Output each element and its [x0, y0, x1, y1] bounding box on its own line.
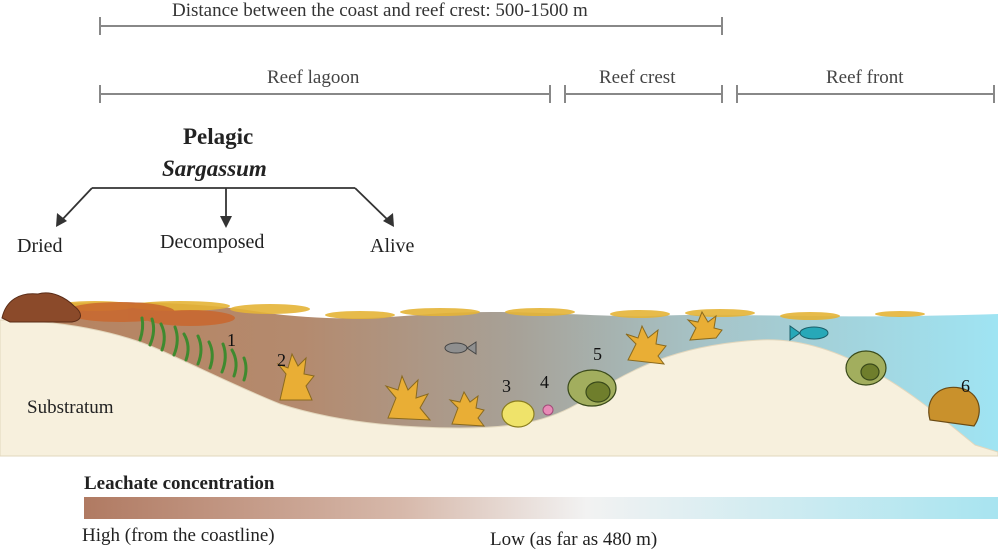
coral-crest: [625, 310, 723, 365]
leachate-high-label: High (from the coastline): [82, 525, 275, 546]
anemone-4: [542, 404, 554, 416]
coral-lagoon-cluster: [384, 374, 486, 427]
coral-6: [928, 386, 980, 427]
organism-number-6: 6: [961, 376, 970, 396]
reef-front-bracket: [736, 85, 995, 103]
state-decomposed: Decomposed: [160, 231, 265, 253]
organism-number-3: 3: [502, 376, 511, 396]
zone-reef-lagoon: Reef lagoon: [267, 67, 360, 88]
reef-lagoon-bracket: [99, 85, 551, 103]
distance-range-label: Distance between the coast and reef cres…: [172, 0, 588, 21]
blue-fish-icon: [789, 325, 829, 341]
zone-reef-crest: Reef crest: [599, 67, 676, 88]
state-dried: Dried: [17, 235, 63, 257]
substratum-label: Substratum: [27, 397, 114, 418]
organism-number-1: 1: [227, 330, 236, 350]
leachate-title: Leachate concentration: [84, 473, 275, 494]
zone-reef-front: Reef front: [826, 67, 904, 88]
coral-2: [276, 352, 315, 401]
dried-sargassum-pile: [1, 292, 81, 323]
distance-bracket: [99, 17, 723, 35]
coral-3: [501, 400, 535, 428]
seagrass: [138, 316, 248, 382]
coral-front: [845, 350, 887, 386]
shore-sargassum-mat: [65, 302, 235, 326]
arrow-heads: [56, 213, 394, 228]
coral-5: [567, 369, 617, 407]
state-alive: Alive: [370, 235, 415, 257]
organism-number-4: 4: [540, 372, 549, 392]
organism-number-2: 2: [277, 350, 286, 370]
sargassum-title-line1: Pelagic: [183, 124, 254, 149]
leachate-low-label: Low (as far as 480 m): [490, 529, 658, 550]
grey-fish-icon: [444, 341, 477, 355]
sargassum-title-line2: Sargassum: [162, 156, 267, 181]
reef-crest-bracket: [564, 85, 723, 103]
organism-number-5: 5: [593, 344, 602, 364]
leachate-gradient-bar: [84, 497, 998, 519]
